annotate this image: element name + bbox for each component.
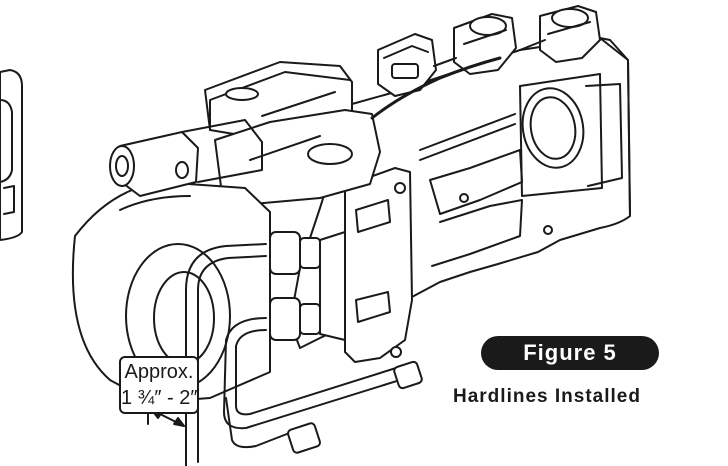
figure-caption: Hardlines Installed: [453, 386, 641, 407]
left-tank-partial: [0, 69, 23, 241]
hardline-end-fitting-right: [393, 360, 423, 390]
hardline-end-fitting-bottom: [287, 422, 321, 454]
dimension-label: Approx.: [124, 361, 194, 383]
control-module: [204, 61, 381, 205]
dimension-callout: Approx. 1 ¾″ - 2″: [119, 356, 199, 414]
dimension-value: 1 ¾″ - 2″: [121, 387, 198, 409]
upper-elbow-fitting: [109, 119, 263, 197]
bypass-body: [71, 181, 271, 401]
hardline-upper: [185, 243, 267, 466]
side-fittings: [269, 231, 346, 341]
hardline-lower: [223, 317, 423, 454]
figure-badge: Figure 5: [481, 336, 659, 370]
top-connector-right: [539, 5, 601, 63]
mounting-bracket: [344, 167, 553, 363]
figure-label: Figure 5: [523, 340, 617, 365]
wire-harness: [370, 56, 502, 120]
top-connector-left: [377, 33, 437, 97]
